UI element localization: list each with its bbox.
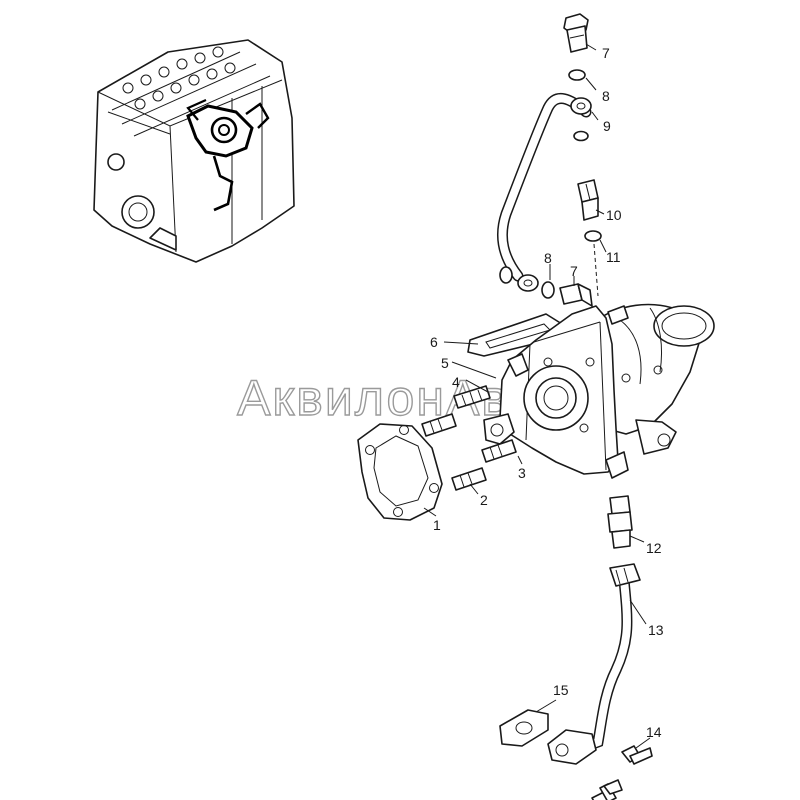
- sealing-washer-lower-right: [541, 281, 555, 299]
- callout-8-top: 8: [602, 88, 610, 104]
- callout-9: 9: [603, 118, 611, 134]
- drain-flange-gasket: [499, 709, 549, 747]
- callout-4: 4: [452, 374, 460, 390]
- callout-2: 2: [480, 492, 488, 508]
- callout-7-lower: 7: [570, 263, 578, 279]
- sealing-washer-lower-left: [499, 266, 513, 284]
- flange-bolt-upper: [621, 745, 653, 765]
- callout-13: 13: [648, 622, 664, 638]
- stud-upper: [453, 385, 491, 409]
- assembly-axis-line: [593, 243, 599, 297]
- callout-5: 5: [441, 355, 449, 371]
- callout-7-top: 7: [602, 45, 610, 61]
- stud-right: [481, 439, 517, 463]
- sealing-washer-lower: [584, 230, 602, 242]
- callout-12: 12: [646, 540, 662, 556]
- oil-feed-pipe: [496, 93, 592, 292]
- flange-bolt-lower: [591, 779, 623, 800]
- exhaust-flange-gasket: [357, 423, 443, 521]
- engine-block-inset: [93, 39, 295, 263]
- sealing-washer-middle: [573, 130, 589, 142]
- banjo-bolt-lower: [559, 283, 593, 307]
- callout-3: 3: [518, 465, 526, 481]
- callout-15: 15: [553, 682, 569, 698]
- banjo-bolt-top: [563, 13, 589, 53]
- turbocharger: [483, 303, 715, 479]
- turbo-highlight-inset: [186, 98, 270, 212]
- callout-11: 11: [606, 249, 621, 265]
- adapter-fitting: [577, 179, 599, 221]
- callout-1: 1: [433, 517, 441, 533]
- stud-lower: [451, 467, 487, 491]
- drain-adapter-fitting: [607, 495, 633, 549]
- stud-middle: [421, 413, 457, 437]
- callout-10: 10: [606, 207, 622, 223]
- oil-drain-pipe: [547, 563, 641, 765]
- callout-14: 14: [646, 724, 662, 740]
- callout-6: 6: [430, 334, 438, 350]
- callout-8-lower: 8: [544, 250, 552, 266]
- sealing-washer-top: [568, 69, 586, 81]
- leader-lines: [423, 43, 651, 749]
